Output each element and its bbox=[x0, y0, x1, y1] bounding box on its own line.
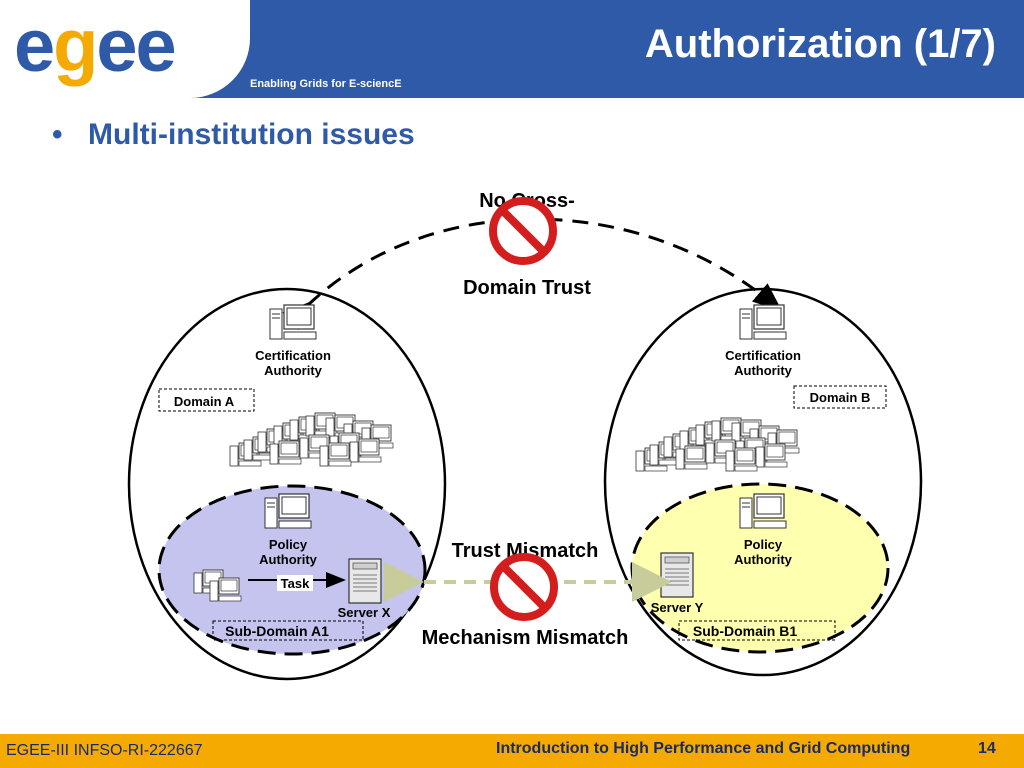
top-prohibition-icon bbox=[489, 197, 557, 265]
policy-a-label-line1: Policy bbox=[269, 537, 308, 552]
logo-letter-e1: e bbox=[14, 4, 55, 87]
domain-a-label-box bbox=[158, 388, 255, 412]
slide-title: Authorization (1/7) bbox=[644, 22, 996, 66]
trust-mismatch-label: Trust Mismatch bbox=[452, 540, 599, 562]
ca-b-computer-icon bbox=[739, 304, 787, 340]
subdomain-b1-label-box bbox=[678, 620, 836, 641]
subdomain-a1-label-box bbox=[212, 620, 364, 641]
server-y-label: Server Y bbox=[651, 600, 704, 615]
domain-a-label: Domain A bbox=[174, 394, 235, 409]
top-trust-label-line2: Domain Trust bbox=[463, 277, 591, 299]
ca-b-label-line1: Certification bbox=[725, 348, 801, 363]
footer-bar bbox=[0, 734, 1024, 768]
policy-b-computer-icon bbox=[739, 493, 787, 529]
domain-b-resources-icon bbox=[636, 418, 799, 471]
policy-a-label-line2: Authority bbox=[259, 552, 318, 567]
bullet-text: Multi-institution issues bbox=[88, 118, 415, 151]
logo-subtitle: Enabling Grids for E-sciencE bbox=[250, 78, 402, 90]
ca-a-label-line1: Certification bbox=[255, 348, 331, 363]
egee-logo: egee bbox=[14, 4, 177, 87]
subdomain-b1-label: Sub-Domain B1 bbox=[693, 623, 797, 639]
footer-course-title: Introduction to High Performance and Gri… bbox=[496, 740, 911, 757]
user-a-computer-icon-2 bbox=[209, 577, 242, 602]
domain-b-label: Domain B bbox=[810, 390, 871, 405]
ca-a-label-line2: Authority bbox=[264, 363, 323, 378]
subdomain-a1-label: Sub-Domain A1 bbox=[225, 623, 329, 639]
domain-b-label-box bbox=[793, 385, 887, 409]
task-label: Task bbox=[281, 576, 310, 591]
mechanism-mismatch-label: Mechanism Mismatch bbox=[422, 627, 629, 649]
footer-project-id: EGEE-III INFSO-RI-222667 bbox=[6, 742, 203, 759]
domain-a-resources-icon bbox=[230, 413, 393, 466]
logo-letter-g: g bbox=[53, 4, 98, 87]
server-x-label: Server X bbox=[338, 605, 391, 620]
task-label-bg bbox=[277, 575, 313, 591]
server-x-icon bbox=[348, 558, 382, 604]
logo-letter-e2: e bbox=[96, 4, 137, 87]
ca-a-computer-icon bbox=[269, 304, 317, 340]
page-number: 14 bbox=[978, 740, 996, 757]
logo-letter-e3: e bbox=[135, 4, 177, 87]
logo-area: egee bbox=[0, 0, 250, 98]
policy-a-computer-icon bbox=[264, 493, 312, 529]
policy-b-label-line1: Policy bbox=[744, 537, 783, 552]
bullet-point: • bbox=[52, 118, 63, 151]
ca-b-label-line2: Authority bbox=[734, 363, 793, 378]
server-y-icon bbox=[660, 552, 694, 598]
policy-b-label-line2: Authority bbox=[734, 552, 793, 567]
mismatch-prohibition-icon bbox=[490, 553, 558, 621]
